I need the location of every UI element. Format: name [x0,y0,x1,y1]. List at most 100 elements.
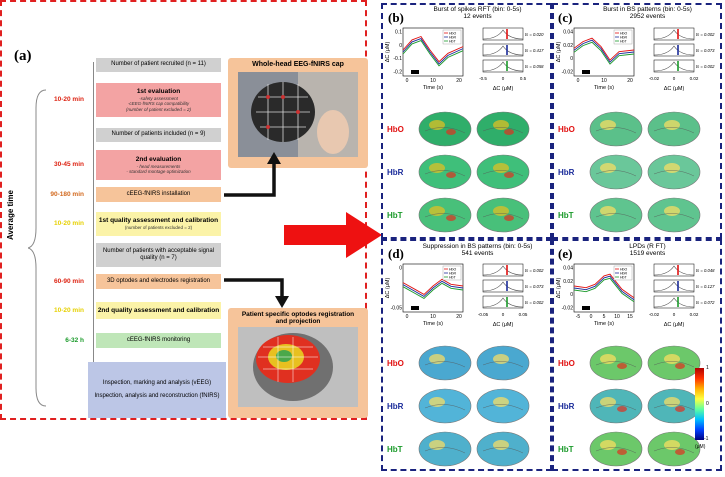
step-acceptable-text: Number of patients with acceptable signa… [102,247,215,261]
panel-e-title-text: LPDs (R FT) [629,243,666,250]
brain-hotspot [429,397,445,407]
row-label-hbt: HbT [558,211,574,220]
brain-sulcus [595,213,637,220]
step-first-eval: 1st evaluation -safety assessment -cEEG-… [96,83,221,117]
cap-photo-box: Whole-head EEG-fNIRS cap [228,58,368,168]
timecourse-xlabel: Time (s) [423,321,443,327]
timecourse-hbo-line [402,35,464,63]
brain-hotspot [600,120,616,130]
x-tick-label: 20 [456,78,462,84]
row-label-hbr: HbR [387,402,404,411]
brain-hotspot [429,354,445,364]
legend-label-hbr: HbR [449,272,456,276]
row-label-hbo: HbO [387,359,404,368]
brain-sulcus [482,127,524,134]
brain-hotspot [446,172,456,178]
brain-hotspot [664,163,680,173]
hist-x-tick-label: 0.02 [690,76,699,81]
brain-sulcus [653,213,695,220]
legend-label-hbr: HbR [620,272,627,276]
timecourse-ylabel: ΔC (μM) [556,42,562,63]
histogram-frame [482,295,524,309]
step-monitoring-text: cEEG-fNIRS monitoring [126,336,191,343]
brain-hotspot [493,354,509,364]
brain-sulcus [482,170,524,177]
brain-hotspot [664,440,680,450]
colorbar-top: 1 [706,365,709,371]
brain-sulcus [424,170,466,177]
x-tick-label: 0 [406,78,409,84]
ts-label-hbt: ts = 0.072 [696,300,715,305]
second-quality-title: 2nd quality assessment and calibration [97,306,220,314]
brain-sulcus [653,447,695,454]
ts-label-hbr: ts = 0.417 [525,48,544,53]
panel-d-events: 541 events [461,250,494,257]
y-tick-label: 0 [399,266,402,272]
hist-x-tick-label: 0 [673,76,676,81]
brain-sulcus [595,170,637,177]
step-inspection: Inspection, marking and analysis (vEEG) … [88,362,226,418]
hist-x-tick-label: 0.05 [519,312,528,317]
brain-hotspot [504,215,514,221]
step-acceptable: Number of patients with acceptable signa… [96,243,221,267]
histogram-frame [653,263,695,277]
panel-b-label: (b) [388,10,404,25]
histogram-distribution [482,45,524,56]
time-installation: 90-180 min [50,191,84,198]
row-label-hbr: HbR [387,168,404,177]
step-second-quality: 2nd quality assessment and calibration [96,302,221,319]
ts-label-hbo: ts = 0.020 [525,32,544,37]
brain-map [589,111,643,147]
histogram-frame [482,27,524,41]
ts-label-hbo: ts = 0.002 [696,32,715,37]
hist-x-tick-label: -0.05 [478,312,489,317]
step-registration-text: 3D optodes and electrodes registration [106,277,211,284]
brain-hotspot [600,163,616,173]
hist-x-tick-label: 0.02 [690,312,699,317]
brain-map [589,345,643,381]
ts-label-hbt: ts = 0.002 [525,300,544,305]
timecourse-hbr-line [573,39,635,63]
y-tick-label: 0.02 [563,43,573,49]
brain-hotspot [600,354,616,364]
timecourse-hbo-line [573,273,635,299]
histogram-distribution [482,29,524,40]
timecourse-hbt-line [573,41,635,65]
brain-hotspot [493,163,509,173]
panel-a [0,0,367,420]
brain-map [589,388,643,424]
colorbar-mid: 0 [706,401,709,407]
x-tick-label: 10 [430,314,436,320]
brain-hotspot [493,440,509,450]
brain-map [418,111,472,147]
brain-sulcus [653,361,695,368]
second-eval-sub-1: - head measurements [136,163,181,169]
legend-box [442,265,462,281]
x-tick-label: 10 [430,78,436,84]
y-tick-label: 0 [399,43,402,49]
legend-label-hbt: HbT [620,276,627,280]
brain-sulcus [482,447,524,454]
step-registration: 3D optodes and electrodes registration [96,274,221,289]
hist-x-tick-label: -0.02 [649,312,660,317]
timecourse-xlabel: Time (s) [594,321,614,327]
timecourse-hbo-line [402,278,464,295]
optode-box: Patient specific optodes registration an… [228,308,368,418]
colorbar [695,368,704,440]
brain-hotspot [446,129,456,135]
first-eval-sub-2: -cEEG-fNIRS cap compatibility [127,101,190,107]
hist-xlabel: ΔC (μM) [664,86,685,92]
brain-hotspot [675,363,685,369]
histogram-distribution [653,29,695,40]
x-tick-label: 15 [627,314,633,320]
brain-map [418,197,472,233]
step-included: Number of patients included (n = 9) [96,128,221,142]
panel-d-label: (d) [388,246,404,261]
brain-hotspot [429,206,445,216]
histogram-distribution [482,265,524,276]
